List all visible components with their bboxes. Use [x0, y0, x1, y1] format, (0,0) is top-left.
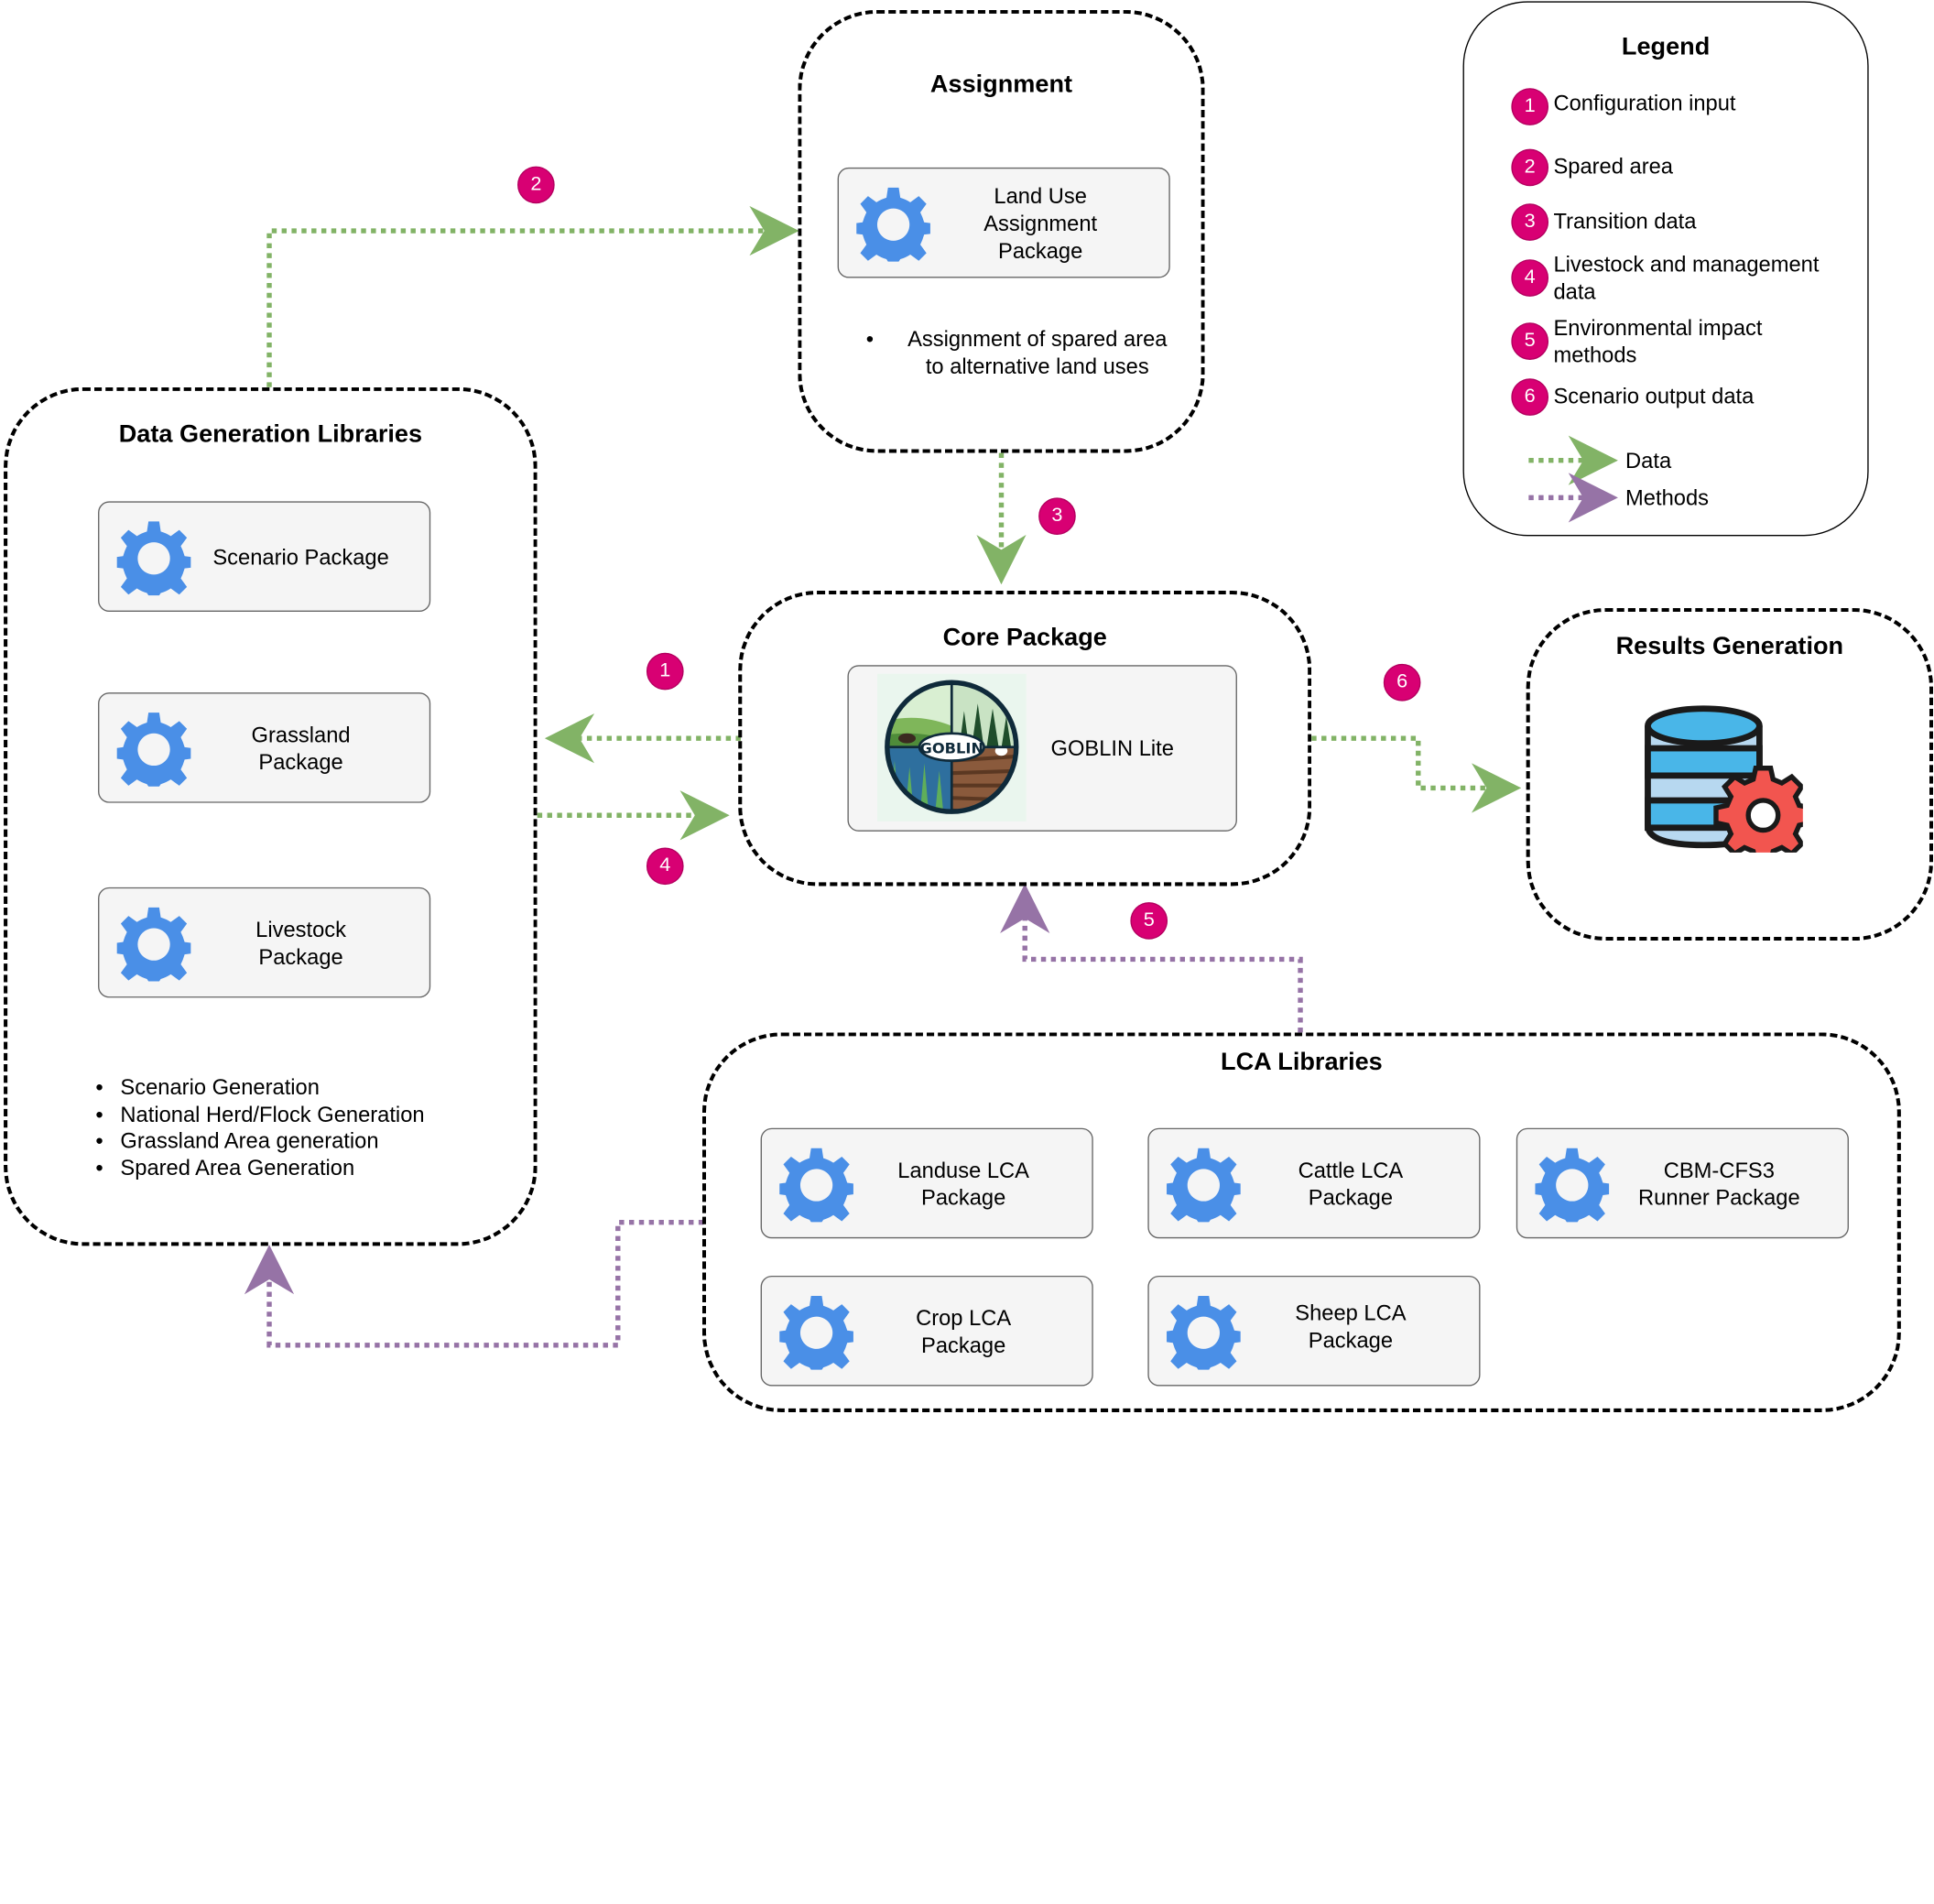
gear-icon [116, 907, 191, 982]
land-use-assignment-package[interactable]: Land Use Assignment Package [837, 167, 1170, 278]
scenario-package[interactable]: Scenario Package [98, 501, 431, 613]
bullet-item: National Herd/Flock Generation [93, 1102, 516, 1128]
data-generation-title: Data Generation Libraries [118, 420, 423, 449]
flow-badge-livestock-data: 4 [646, 847, 684, 886]
legend-label: Environmental impact methods [1553, 315, 1763, 368]
legend-label: Transition data [1553, 208, 1697, 234]
sheep-lca-package[interactable]: Sheep LCA Package [1147, 1275, 1481, 1387]
data-generation-bullets: Scenario Generation National Herd/Flock … [93, 1074, 516, 1181]
legend-badge: 2 [1511, 148, 1549, 187]
legend-badge: 6 [1511, 378, 1549, 416]
goblin-logo: GOBLIN [876, 673, 1027, 822]
crop-lca-package[interactable]: Crop LCA Package [760, 1275, 1093, 1387]
livestock-package[interactable]: Livestock Package [98, 887, 431, 998]
package-label: Livestock Package [255, 917, 347, 970]
package-label: Land Use Assignment Package [983, 183, 1098, 264]
legend-data-label: Data [1625, 448, 1672, 473]
results-generation-group: Results Generation [1526, 607, 1934, 941]
legend-label: Spared area [1553, 154, 1673, 180]
package-label: Crop LCA Package [916, 1305, 1012, 1358]
legend-badge: 4 [1511, 259, 1549, 297]
bullet-item: Spared Area Generation [93, 1155, 516, 1181]
gear-icon [779, 1148, 853, 1223]
flow-scenario-output [1311, 735, 1522, 813]
legend-box: Legend 1 Configuration input 2 Spared ar… [1462, 1, 1869, 537]
gear-icon [1167, 1148, 1241, 1223]
goblin-logo-text: GOBLIN [920, 739, 984, 756]
legend-label: Livestock and management data [1553, 252, 1820, 304]
goblin-logo-icon: GOBLIN [885, 680, 1019, 814]
gear-icon [779, 1295, 853, 1370]
core-package-group: Core Package [738, 590, 1312, 887]
legend-title: Legend [1621, 33, 1711, 61]
legend-methods-label: Methods [1625, 484, 1710, 510]
results-generation-title: Results Generation [1615, 633, 1844, 660]
legend-label: Configuration input [1553, 90, 1736, 116]
assignment-bullets: Assignment of spared area to alternative… [864, 326, 1174, 379]
assignment-title: Assignment [929, 71, 1073, 99]
flow-spared-area [266, 205, 799, 387]
bullet-item: Assignment of spared area to alternative… [864, 326, 1174, 379]
package-label: CBM-CFS3 Runner Package [1638, 1158, 1800, 1211]
legend-badge: 5 [1511, 322, 1549, 360]
package-label: GOBLIN Lite [1050, 735, 1174, 761]
landuse-lca-package[interactable]: Landuse LCA Package [760, 1127, 1093, 1239]
gear-icon [856, 187, 930, 262]
core-package-title: Core Package [942, 624, 1107, 652]
package-label: Sheep LCA Package [1295, 1300, 1407, 1353]
gear-icon [116, 521, 191, 596]
lca-libraries-title: LCA Libraries [1221, 1048, 1383, 1076]
flow-badge-spared-area: 2 [517, 166, 555, 204]
legend-badge: 1 [1511, 88, 1549, 125]
package-label: Landuse LCA Package [897, 1158, 1030, 1211]
bullet-item: Scenario Generation [93, 1074, 516, 1101]
flow-badge-scenario-output: 6 [1383, 663, 1421, 702]
gear-icon [1167, 1295, 1241, 1370]
gear-icon [116, 713, 191, 787]
grassland-package[interactable]: Grassland Package [98, 692, 431, 803]
database-gear-icon [1645, 705, 1803, 853]
package-label: Scenario Package [212, 544, 389, 570]
cbm-cfs3-runner-package[interactable]: CBM-CFS3 Runner Package [1516, 1127, 1849, 1239]
bullet-item: Grassland Area generation [93, 1128, 516, 1155]
goblin-lite-package[interactable]: GOBLIN GOBLIN Lite [847, 665, 1237, 832]
gear-icon [1535, 1148, 1610, 1223]
flow-badge-impact-methods: 5 [1130, 902, 1168, 940]
flow-badge-configuration-input: 1 [646, 652, 684, 691]
legend-label: Scenario output data [1553, 383, 1755, 408]
assignment-group: Assignment Land Use Assignment Package A… [798, 9, 1205, 453]
flow-badge-transition-data: 3 [1038, 497, 1076, 536]
cattle-lca-package[interactable]: Cattle LCA Package [1147, 1127, 1481, 1239]
lca-libraries-group: LCA Libraries Landuse LCA Package Cattle… [701, 1032, 1901, 1412]
data-generation-group: Data Generation Libraries Scenario Packa… [4, 386, 538, 1246]
package-label: Grassland Package [251, 722, 351, 775]
package-label: Cattle LCA Package [1298, 1158, 1404, 1211]
legend-badge: 3 [1511, 203, 1549, 241]
